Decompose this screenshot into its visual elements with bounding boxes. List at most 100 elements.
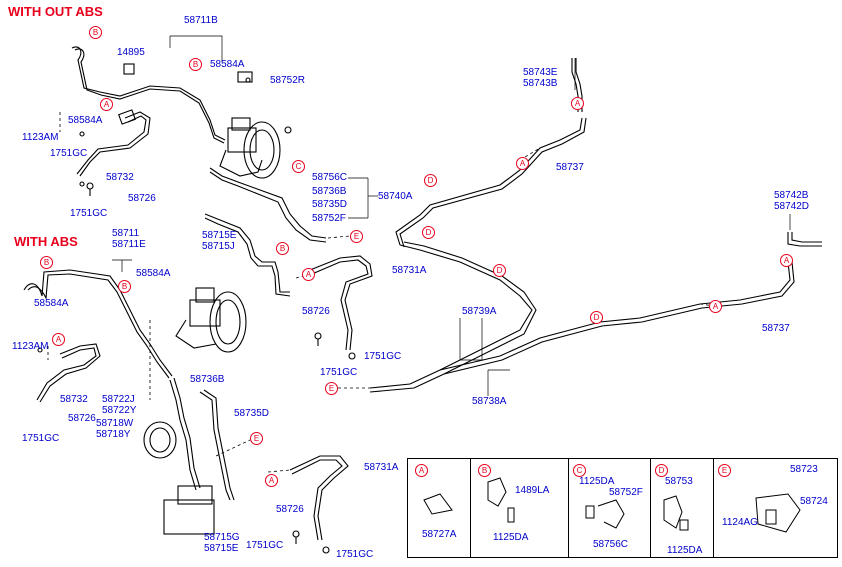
heading-with-abs: WITH ABS (14, 234, 78, 249)
label-58742b: 58742B (774, 190, 809, 201)
legend-marker-b: B (478, 464, 491, 477)
legend-marker-c: C (573, 464, 586, 477)
label-58711b: 58711B (184, 15, 218, 26)
master-cylinder-top (219, 117, 281, 179)
label-58735d-bottom: 58735D (234, 408, 270, 419)
marker-a: A (709, 300, 722, 313)
label-58736b-top: 58736B (312, 186, 347, 197)
label-58718w: 58718W (96, 418, 134, 429)
marker-c: C (292, 160, 305, 173)
label-58584a-bottom-left: 58584A (34, 298, 69, 309)
label-58732-top: 58732 (106, 172, 134, 183)
legend-b-clamp (487, 477, 507, 507)
label-58722j: 58722J (102, 394, 135, 405)
marker-a: A (571, 97, 584, 110)
label-58736b-bottom: 58736B (190, 374, 225, 385)
marker-b: B (40, 256, 53, 269)
label-58726-bottom: 58726 (68, 413, 96, 424)
label-58584a-left: 58584A (68, 115, 103, 126)
legend-marker-a: A (415, 464, 428, 477)
marker-d: D (590, 311, 603, 324)
label-58584a-bottom: 58584A (136, 268, 171, 279)
hose-58731a-bottom (289, 455, 349, 541)
label-58731a-bottom: 58731A (364, 462, 399, 473)
label-14895: 14895 (117, 47, 145, 58)
marker-b: B (89, 26, 102, 39)
marker-d: D (424, 174, 437, 187)
label-58731a-top: 58731A (392, 265, 427, 276)
legend-cell-a: A 58727A (408, 459, 471, 557)
label-58742d: 58742D (774, 201, 810, 212)
legend-c-part-2: 58752F (609, 487, 643, 498)
marker-a: A (780, 254, 793, 267)
marker-a: A (52, 333, 65, 346)
label-58715e-top: 58715E (202, 230, 237, 241)
marker-e: E (325, 382, 338, 395)
legend-c-part-1: 1125DA (579, 476, 615, 487)
legend-b-part-1: 1489LA (515, 485, 550, 496)
pipe-58711b (71, 46, 226, 141)
marker-b: B (276, 242, 289, 255)
label-58718y: 58718Y (96, 429, 131, 440)
label-58737-top: 58737 (556, 162, 584, 173)
legend-e-part-2: 58724 (800, 496, 828, 507)
legend-b-part-2: 1125DA (493, 532, 529, 543)
legend-c-clip (597, 499, 625, 529)
legend-d-clip (663, 495, 683, 529)
label-58715j: 58715J (202, 241, 235, 252)
legend-d-part-2: 1125DA (667, 545, 703, 556)
hose-58732-bottom (39, 343, 101, 403)
label-1751gc-bb1: 1751GC (246, 540, 284, 551)
label-1123am-top: 1123AM (22, 132, 59, 143)
label-58737-right: 58737 (762, 323, 790, 334)
legend-a-clip (423, 493, 453, 515)
label-58711: 58711 (112, 228, 140, 239)
label-1751gc-mid2: 1751GC (364, 351, 402, 362)
legend-d-part-1: 58753 (665, 476, 693, 487)
label-58726-top: 58726 (128, 193, 156, 204)
marker-e: E (250, 432, 263, 445)
hose-58731a-top (309, 255, 373, 351)
legend-e-part-1: 58723 (790, 464, 818, 475)
label-58715e-bottom: 58715E (204, 543, 239, 554)
marker-a: A (265, 474, 278, 487)
label-58722y: 58722Y (102, 405, 137, 416)
legend-e-part-3: 1124AG (722, 517, 758, 528)
master-cylinder-bottom (175, 287, 247, 353)
label-58726-mid: 58726 (302, 306, 330, 317)
legend-a-part-1: 58727A (422, 529, 457, 540)
label-58732-bottom: 58732 (60, 394, 88, 405)
label-58743e: 58743E (523, 67, 558, 78)
label-1751gc-mid1: 1751GC (320, 367, 358, 378)
marker-e: E (350, 230, 363, 243)
label-1751gc-bb2: 1751GC (336, 549, 374, 560)
marker-d: D (493, 264, 506, 277)
label-58756c: 58756C (312, 172, 348, 183)
label-58743b: 58743B (523, 78, 558, 89)
clip-14895 (123, 63, 135, 75)
label-1123am-bottom: 1123AM (12, 341, 49, 352)
clip-58752r (237, 71, 253, 83)
hose-58732-top (79, 111, 151, 177)
marker-a: A (516, 157, 529, 170)
label-58584a-top: 58584A (210, 59, 245, 70)
label-58715g: 58715G (204, 532, 240, 543)
legend-cell-e: E 58723 58724 1124AG (714, 459, 839, 557)
marker-a: A (302, 268, 315, 281)
label-58738a: 58738A (472, 396, 507, 407)
legend-cell-c: C 1125DA 58752F 58756C (569, 459, 651, 557)
legend-cell-d: D 58753 1125DA (651, 459, 714, 557)
label-1751gc-top1: 1751GC (50, 148, 88, 159)
marker-b: B (189, 58, 202, 71)
legend-e-bracket (755, 493, 801, 533)
abs-modulator (143, 421, 215, 535)
legend-marker-e: E (718, 464, 731, 477)
label-58740a: 58740A (378, 191, 413, 202)
label-58752r: 58752R (270, 75, 306, 86)
legend-cell-b: B 1489LA 1125DA (471, 459, 569, 557)
marker-a: A (100, 98, 113, 111)
pipe-58740a (395, 117, 583, 246)
detail-legend: A 58727A B 1489LA 1125DA C 1125DA 58752F… (407, 458, 838, 558)
label-58752f: 58752F (312, 213, 346, 224)
label-58726-bottom-bottom: 58726 (276, 504, 304, 515)
